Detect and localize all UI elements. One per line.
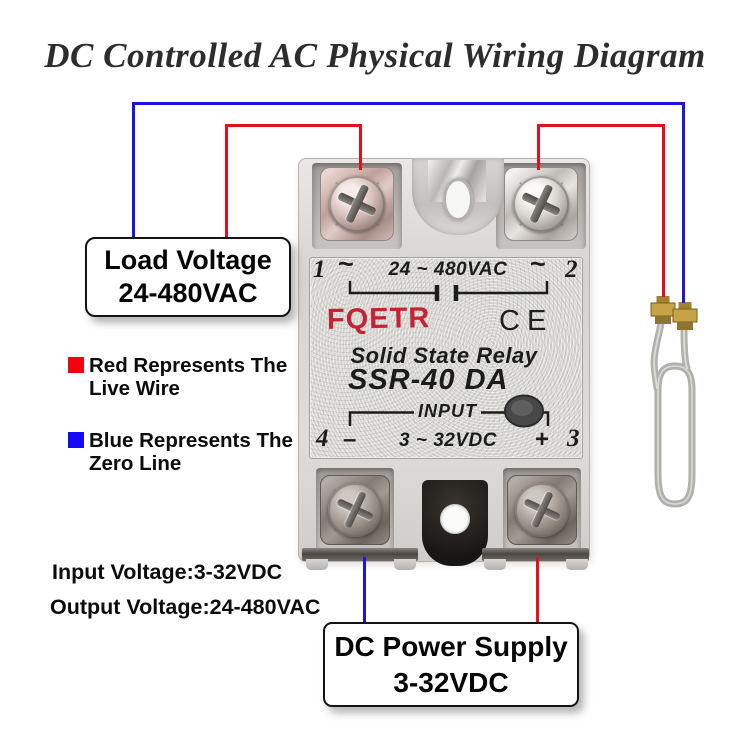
dc-power-supply-callout: DC Power Supply 3-32VDC [323,622,579,707]
load-voltage-callout: Load Voltage 24-480VAC [85,237,291,317]
heater-highlight [653,322,662,389]
mounting-hole [440,504,470,534]
ac-tilde-left: ~ [338,249,354,279]
screw-head [328,175,386,233]
relay-foot [484,559,506,570]
terminal-screw-4-icon [320,475,390,545]
heater-tube-left [650,319,665,392]
terminal-3-label: 3 [567,425,580,452]
screw-head [328,483,382,537]
heater-fitting-left [650,296,676,324]
ac-tilde-right: ~ [530,249,546,279]
product-line-label: Solid State Relay [350,343,538,368]
bottom-mounting-tab [422,480,488,566]
screw-head [512,175,570,233]
heater-highlight [683,328,688,369]
ce-mark-icon: CE [499,305,554,337]
output-rating-label: 24 ~ 480VAC [388,259,508,280]
blue-swatch-icon [68,432,84,448]
terminal-4-label: 4 [316,425,329,452]
terminal-screw-3-icon [507,475,577,545]
output-voltage-spec: Output Voltage:24-480VAC [50,595,321,619]
load-voltage-line1: Load Voltage [104,245,272,275]
minus-sign: – [343,426,357,453]
heater-loop [654,362,696,508]
heater-highlight [657,365,693,505]
legend-red-line2: Live Wire [89,377,180,400]
terminal-screw-2-icon [504,167,578,241]
load-voltage-line2: 24-480VAC [118,278,258,308]
terminal-screw-1-icon [320,167,394,241]
input-rating-label: 3 ~ 32VDC [399,430,497,451]
model-label: SSR-40 DA [348,364,509,396]
legend-blue-line2: Zero Line [89,452,182,475]
input-label: INPUT [418,401,477,421]
legend-blue-line1: Blue Represents The [89,429,293,452]
dc-power-supply-line2: 3-32VDC [393,666,509,698]
legend-live-wire: Red Represents The Live Wire [68,354,287,400]
heating-element [650,296,698,508]
plus-sign: + [535,426,550,453]
screw-head [515,483,569,537]
top-mounting-tab [412,158,504,235]
input-voltage-spec: Input Voltage:3-32VDC [52,560,283,584]
relay-foot [566,559,588,570]
terminal-1-label: 1 [313,256,326,283]
relay-foot [306,559,328,570]
heater-tube-right [680,325,691,372]
heater-fitting-right [672,302,698,330]
brand-logo: FQETR [326,302,431,336]
base-plate-left [302,548,418,561]
red-swatch-icon [68,357,84,373]
terminal-2-label: 2 [565,256,578,283]
base-plate-right [482,548,589,561]
mounting-hole [443,178,473,221]
relay-foot [394,559,416,570]
legend-red-line1: Red Represents The [89,354,288,377]
page-title: DC Controlled AC Physical Wiring Diagram [44,36,706,75]
legend-zero-line: Blue Represents The Zero Line [68,429,293,475]
dc-power-supply-line1: DC Power Supply [334,630,568,662]
